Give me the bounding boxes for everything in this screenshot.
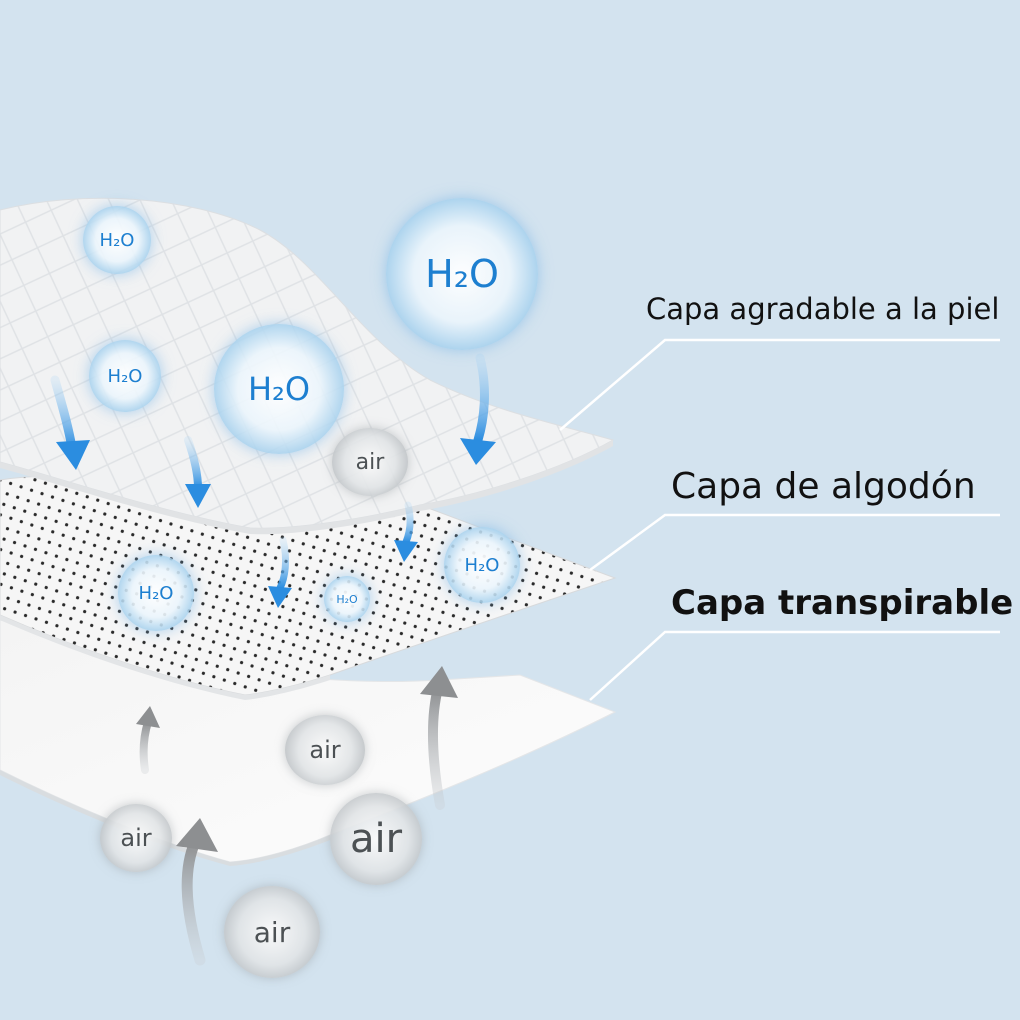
h2o-bubble: H₂O	[324, 576, 370, 622]
breathable-layer-label: Capa transpirable	[671, 583, 1014, 623]
air-arrow-3	[176, 818, 218, 966]
water-arrow-4	[394, 501, 418, 562]
h2o-label: H₂O	[107, 365, 143, 387]
air-arrows	[136, 666, 458, 966]
air-bubble: air	[330, 793, 422, 885]
h2o-label: H₂O	[336, 592, 358, 606]
air-arrow-2	[420, 666, 458, 810]
water-arrows	[50, 353, 496, 608]
air-label: air	[253, 915, 291, 949]
h2o-label: H₂O	[138, 582, 174, 604]
h2o-label: H₂O	[99, 229, 135, 251]
air-label: air	[355, 449, 385, 475]
air-bubble: air	[285, 715, 365, 785]
h2o-label: H₂O	[425, 252, 499, 296]
water-arrow-1	[50, 375, 90, 470]
h2o-bubble: H₂O	[118, 555, 194, 631]
leader-lines	[559, 338, 1000, 701]
water-arrow-3	[460, 353, 496, 465]
air-arrow-1	[136, 706, 160, 774]
skin-layer-edge	[0, 440, 613, 535]
air-bubble: air	[332, 428, 408, 496]
h2o-bubble: H₂O	[89, 340, 161, 412]
leader-line-breathable	[589, 630, 1000, 701]
h2o-bubble: H₂O	[214, 324, 344, 454]
water-arrow-5	[268, 536, 292, 608]
water-arrow-2	[184, 436, 211, 508]
h2o-label: H₂O	[464, 554, 500, 576]
skin-layer-label: Capa agradable a la piel	[646, 292, 1000, 326]
air-label: air	[349, 816, 403, 862]
air-label: air	[120, 824, 152, 852]
h2o-bubble: H₂O	[386, 198, 538, 350]
h2o-bubble: H₂O	[83, 206, 151, 274]
leader-line-skin	[559, 338, 1000, 431]
leader-line-cotton	[589, 513, 1000, 572]
cotton-layer-label: Capa de algodón	[671, 466, 976, 507]
air-label: air	[309, 736, 341, 764]
air-bubble: air	[100, 804, 172, 872]
h2o-label: H₂O	[247, 370, 311, 408]
air-bubble: air	[224, 886, 320, 978]
h2o-bubble: H₂O	[444, 527, 520, 603]
